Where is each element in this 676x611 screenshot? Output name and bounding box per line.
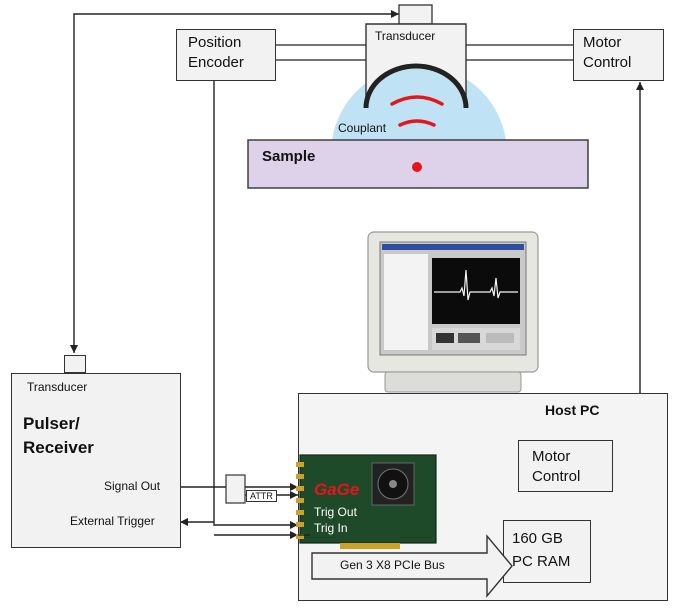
flaw-marker: [412, 162, 422, 172]
attr-label: ATTR: [246, 490, 277, 502]
host-pc-label: Host PC: [545, 402, 600, 418]
gage-logo: GaGe: [314, 480, 360, 499]
trig-in-label: Trig In: [314, 521, 348, 535]
transducer-cable: [73, 13, 399, 353]
pulser-receiver-box: [11, 373, 181, 548]
encoder-trigger-line: [213, 80, 300, 526]
pc-ram-box: [503, 520, 591, 583]
scanner-rails: [276, 44, 573, 61]
motor-control-top-label-1: Motor: [583, 34, 622, 51]
motor-control-pc-label-2: Control: [532, 468, 581, 485]
external-trigger-label: External Trigger: [70, 514, 155, 528]
motor-control-top-box: [573, 29, 664, 81]
pulser-transducer-label: Transducer: [27, 380, 88, 394]
trig-out-label: Trig Out: [314, 505, 357, 519]
pcie-bus-label: Gen 3 X8 PCIe Bus: [340, 558, 445, 572]
pc-ram-label-1: 160 GB: [512, 530, 563, 547]
motor-control-pc-box: [518, 440, 613, 492]
transducer-top-label: Transducer: [375, 29, 436, 43]
signal-out-label: Signal Out: [104, 479, 161, 493]
monitor: [367, 231, 539, 393]
transducer-face: [363, 63, 469, 109]
pc-ram-label-2: PC RAM: [512, 553, 571, 570]
sample-label: Sample: [262, 148, 316, 165]
position-encoder-label-2: Encoder: [188, 54, 244, 71]
arrowheads: [70, 10, 644, 539]
attenuator-box: [225, 474, 246, 504]
pulser-transducer-nub: [64, 355, 86, 373]
position-encoder-label-1: Position: [188, 34, 242, 51]
pulser-title-1: Pulser/: [23, 414, 80, 433]
position-encoder-box: [176, 29, 276, 81]
motor-control-pc-label-1: Motor: [532, 448, 571, 465]
couplant-label: Couplant: [338, 121, 387, 135]
pulser-title-2: Receiver: [23, 438, 94, 457]
motor-control-top-label-2: Control: [583, 54, 632, 71]
